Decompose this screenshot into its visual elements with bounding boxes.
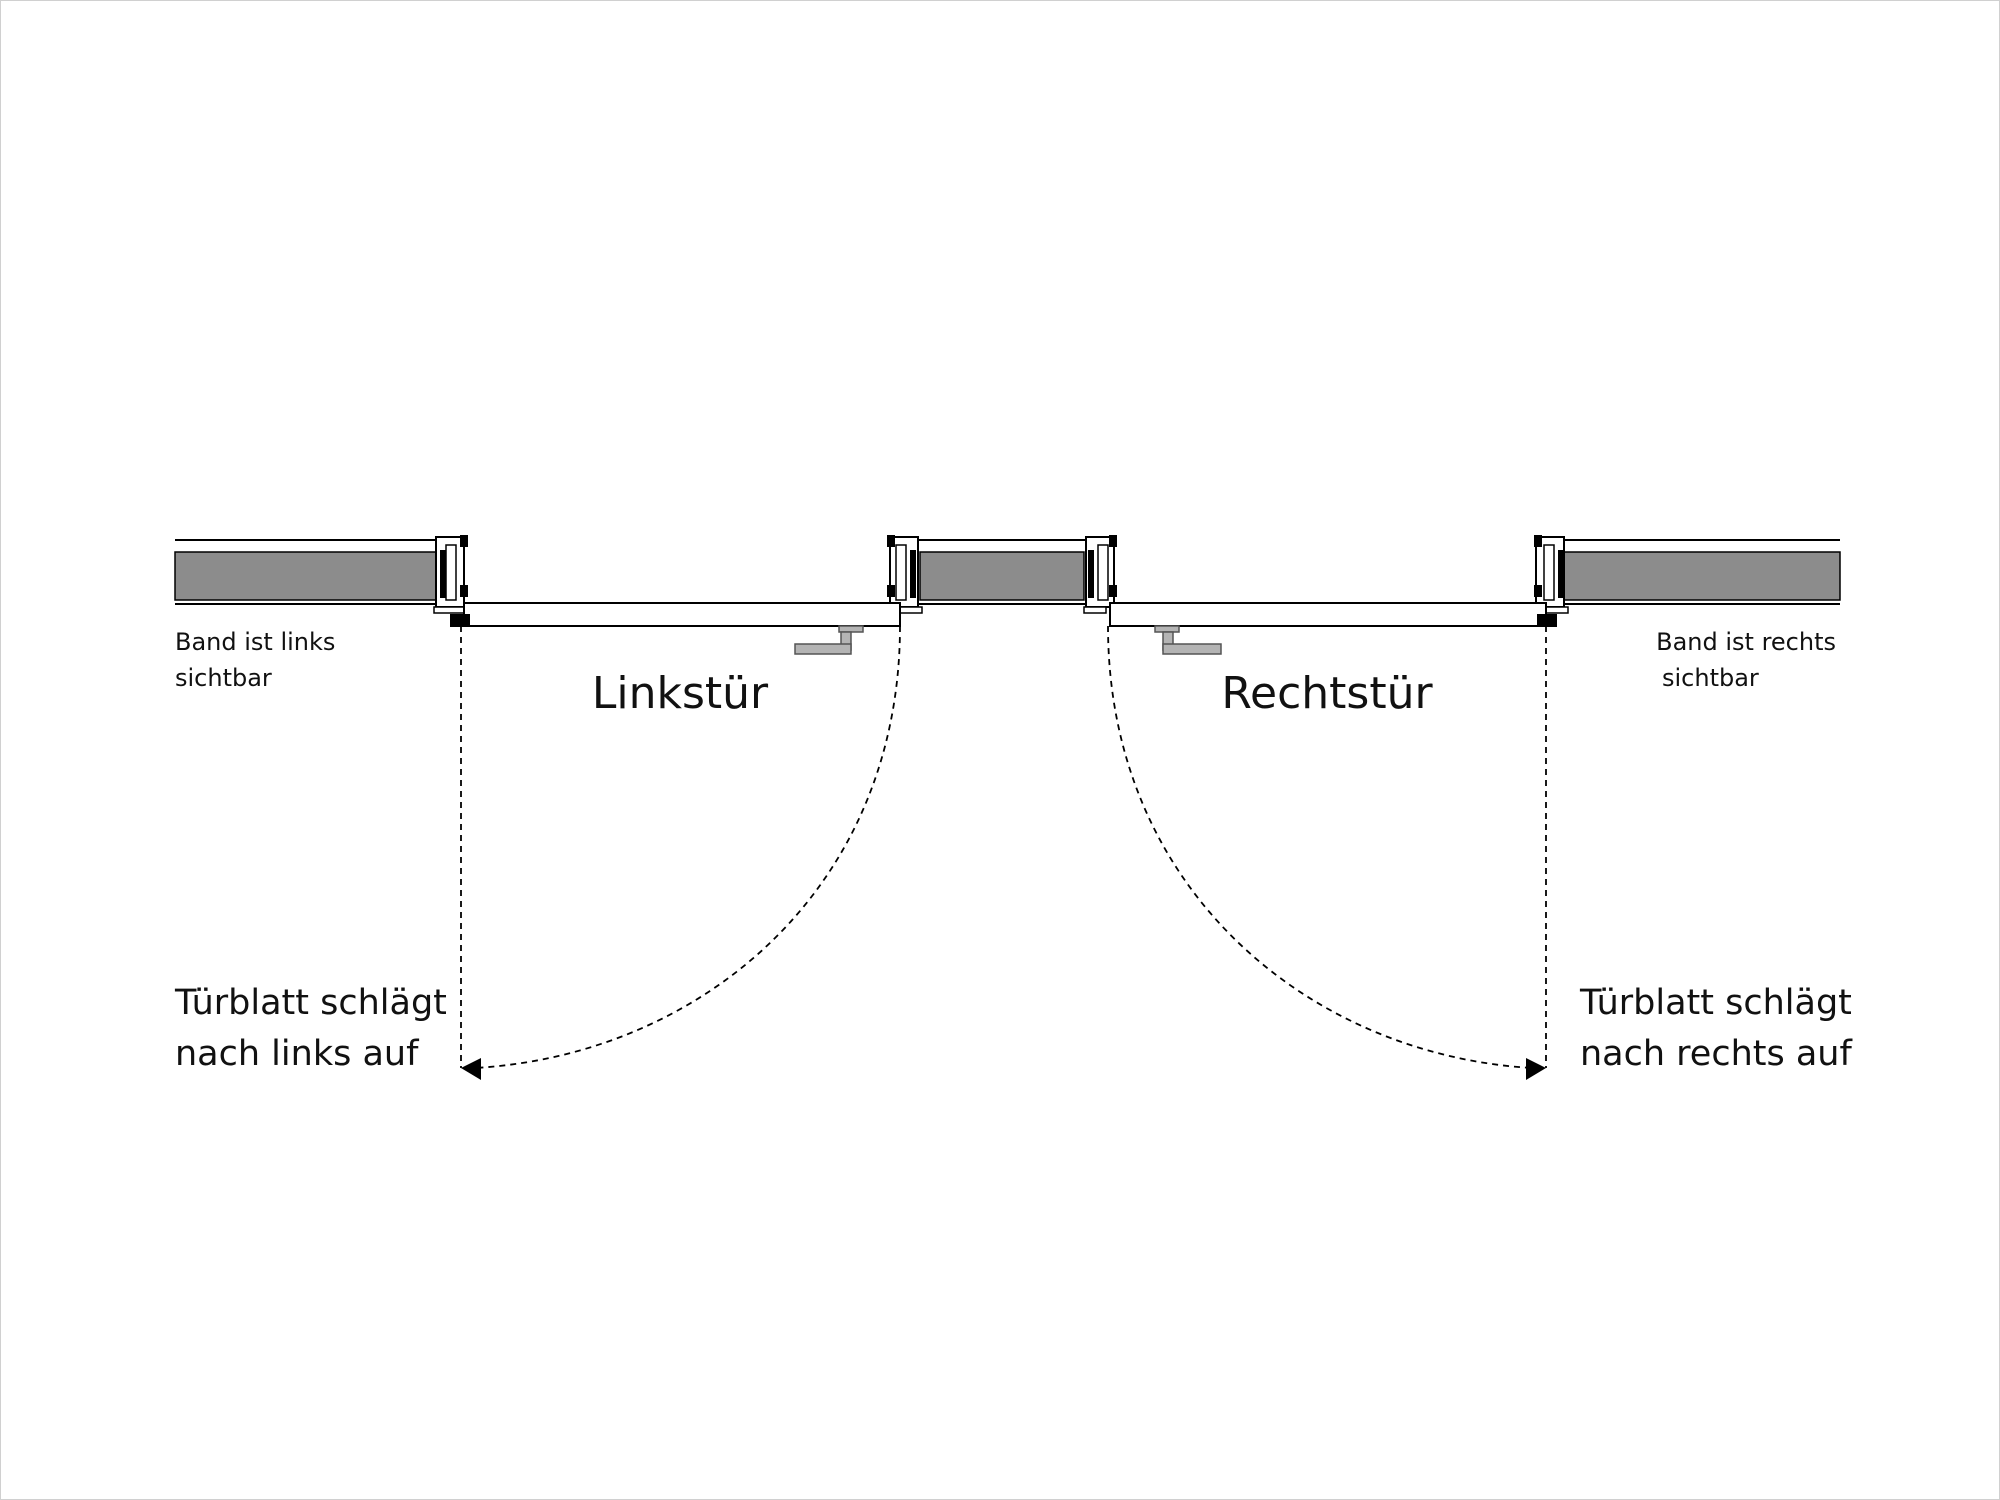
swing-path-left — [460, 625, 901, 1080]
frame-right-hinge-side — [1534, 535, 1569, 614]
swing-path-right — [1107, 625, 1547, 1080]
frame-right-lock-side — [1083, 535, 1117, 614]
left-door-title: Linkstür — [592, 668, 769, 719]
frame-left-lock-side — [887, 535, 923, 614]
frame-left-hinge-side — [433, 535, 468, 614]
right-swing-label-line2: nach rechts auf — [1580, 1034, 1852, 1074]
door-leaf-left — [463, 602, 901, 627]
right-door-title: Rechtstür — [1221, 668, 1433, 719]
wall-left — [174, 539, 441, 605]
wall-middle — [912, 539, 1092, 605]
door-handle-right — [1154, 625, 1222, 655]
left-swing-label-line1: Türblatt schlägt — [174, 983, 447, 1023]
hinge-left — [450, 614, 470, 627]
left-band-label-line1: Band ist links — [175, 628, 335, 656]
right-band-label-line1: Band ist rechts — [1656, 628, 1836, 656]
hinge-right — [1537, 614, 1557, 627]
left-swing-label-line2: nach links auf — [175, 1034, 419, 1074]
right-band-label-line2: sichtbar — [1662, 664, 1759, 692]
door-handle-left — [794, 625, 864, 655]
wall-right — [1560, 539, 1841, 605]
arrowhead-left — [461, 1058, 481, 1080]
left-band-label-line2: sichtbar — [175, 664, 272, 692]
right-swing-label-line1: Türblatt schlägt — [1579, 983, 1852, 1023]
door-leaf-right — [1109, 602, 1547, 627]
arrowhead-right — [1526, 1058, 1546, 1080]
